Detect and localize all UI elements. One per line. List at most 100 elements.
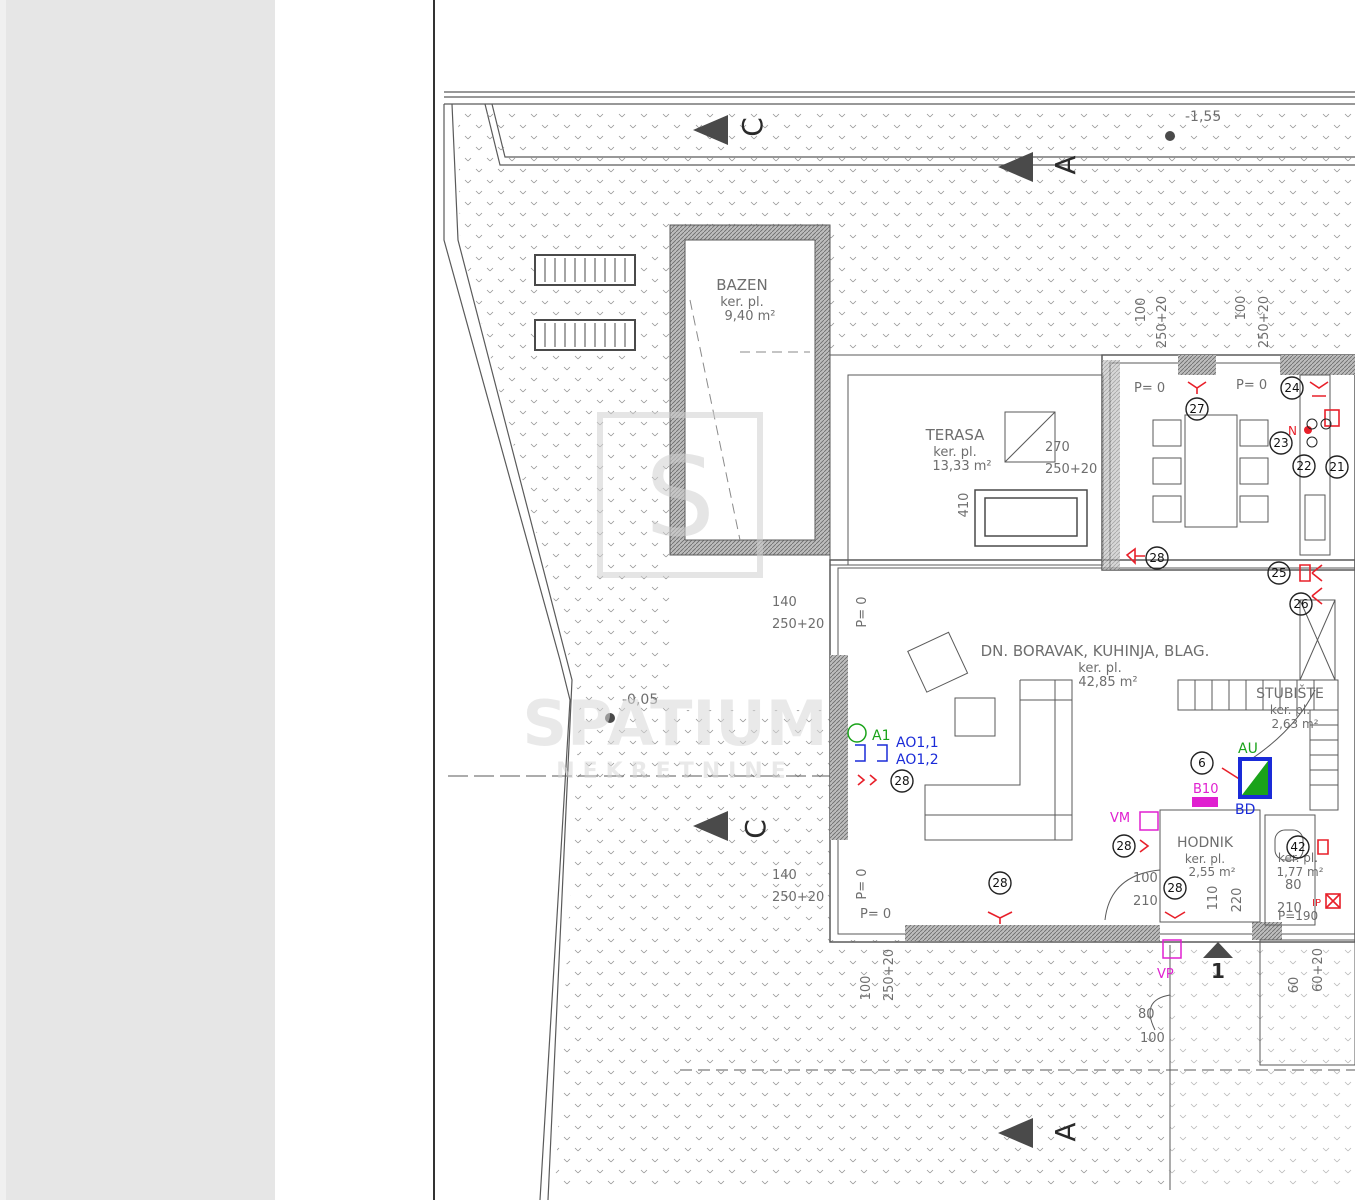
numbered-marker-labels: 27 24 23 22 21 28 25 26 28 6 28 28 28 42 — [894, 381, 1344, 895]
dimensions-d250c-label: 250+20 — [772, 617, 824, 632]
room-labels: BAZEN ker. pl. 9,40 m² TERASA ker. pl. 1… — [716, 276, 1324, 879]
room-area-living: 42,85 m² — [1078, 675, 1137, 690]
electrical-ao11-label: AO1,1 — [896, 735, 939, 751]
markers-m23-label: 23 — [1273, 436, 1288, 450]
markers-m28b-label: 28 — [894, 774, 909, 788]
dimensions-d140b-label: 140 — [772, 868, 797, 883]
room-name-hall: HODNIK — [1177, 835, 1234, 851]
level-markers: -1,55 -0,05 — [605, 109, 1221, 723]
garden-hatch — [458, 108, 1355, 1190]
markers-m42-label: 42 — [1290, 840, 1305, 854]
markers-m28e-label: 28 — [1167, 881, 1182, 895]
electrical-symbols — [857, 381, 1341, 924]
room-area-terasa: 13,33 m² — [932, 459, 991, 474]
markers-m27-label: 27 — [1189, 402, 1204, 416]
markers-m28d-label: 28 — [1116, 839, 1131, 853]
watermark-brand: SPATIUM — [523, 687, 828, 760]
dimensions-d100c-label: 100 — [859, 976, 874, 1001]
dimensions-d100d-label: 100 — [1133, 871, 1158, 886]
stairs — [1177, 679, 1339, 811]
dimension-labels: 100 250+20 100 250+20 270 250+20 410 140… — [772, 296, 1326, 1046]
dimensions-d220-label: 220 — [1230, 888, 1245, 913]
room-subtitle-hall: ker. pl. — [1185, 852, 1225, 866]
page-margin — [275, 0, 433, 1200]
dimensions-d250b-label: 250+20 — [1257, 296, 1272, 348]
parapets-p5-label: P= 0 — [860, 907, 891, 922]
electrical-b10-label: B10 — [1193, 782, 1218, 797]
room-area-bazen: 9,40 m² — [725, 309, 776, 324]
markers-m21-label: 21 — [1329, 460, 1344, 474]
parapets-p1-label: P= 0 — [1134, 381, 1165, 396]
dimensions-d140a-label: 140 — [772, 595, 797, 610]
dimensions-d190-label: P=190 — [1278, 909, 1318, 923]
electrical-ip-label: IP — [1312, 898, 1321, 909]
dimensions-d100a-label: 100 — [1134, 298, 1149, 323]
numbered-markers — [890, 376, 1349, 900]
room-name-living: DN. BORAVAK, KUHINJA, BLAG. — [981, 642, 1210, 660]
room-subtitle-terasa: ker. pl. — [933, 445, 976, 460]
section-label-a-top: A — [1049, 155, 1082, 174]
electrical-au-label: AU — [1238, 741, 1258, 757]
dimensions-d270-label: 270 — [1045, 440, 1070, 455]
markers-m24-label: 24 — [1284, 381, 1299, 395]
entrance-label: 1 — [1211, 959, 1225, 983]
electrical-vm-label: VM — [1110, 811, 1130, 826]
room-name-bazen: BAZEN — [716, 276, 768, 294]
dimensions-d410-label: 410 — [957, 493, 972, 518]
dimensions-d100b-label: 100 — [1234, 296, 1249, 321]
room-name-terasa: TERASA — [925, 426, 986, 444]
room-area-wc: 1,77 m² — [1276, 865, 1323, 879]
room-subtitle-living: ker. pl. — [1078, 661, 1121, 676]
left-sidebar-panel — [0, 0, 275, 1200]
dining-table — [1152, 414, 1269, 528]
level-top: -1,55 — [1185, 109, 1221, 125]
level-left: -0,05 — [622, 692, 658, 708]
page-border-line — [433, 0, 435, 1200]
dimensions-d250t-label: 250+20 — [1045, 462, 1097, 477]
parapets-p4-label: P= 0 — [855, 868, 870, 899]
section-label-c-bottom: C — [739, 819, 772, 839]
electrical-vp-label: VP — [1157, 967, 1174, 982]
markers-m28c-label: 28 — [992, 876, 1007, 890]
dimensions-d210a-label: 210 — [1133, 894, 1158, 909]
markers-m6-label: 6 — [1198, 756, 1206, 770]
markers-m26-label: 26 — [1293, 597, 1308, 611]
room-subtitle-stairs: ker. pl. — [1270, 703, 1310, 717]
room-area-hall: 2,55 m² — [1188, 865, 1235, 879]
parapet-labels: P= 0 P= 0 P= 0 P= 0 P= 0 — [855, 378, 1267, 922]
dimensions-d110-label: 110 — [1206, 886, 1221, 911]
dimensions-d100e-label: 100 — [1140, 1031, 1165, 1046]
watermark-sub: NEKRETNINE — [556, 759, 794, 784]
electrical-n-label: N — [1288, 424, 1297, 438]
watermark-logo: S — [645, 433, 715, 561]
watermark: S SPATIUM NEKRETNINE — [523, 412, 828, 784]
section-label-a-bottom: A — [1049, 1122, 1082, 1141]
section-markers: C A C A 1 — [693, 115, 1233, 1148]
dimensions-d250d-label: 250+20 — [772, 890, 824, 905]
electrical-labels: A1 AO1,1 AO1,2 AU BD B10 VM VP IP N — [872, 424, 1321, 982]
electrical-a1-label: A1 — [872, 728, 890, 744]
parapets-p2-label: P= 0 — [1236, 378, 1267, 393]
electrical-bd-label: BD — [1235, 802, 1255, 818]
dimensions-d60a-label: 60 — [1287, 977, 1302, 994]
hall-and-wc — [448, 775, 1355, 1190]
distribution-board — [847, 723, 1272, 959]
dimensions-d250e-label: 250+20 — [882, 949, 897, 1001]
markers-m22-label: 22 — [1296, 459, 1311, 473]
markers-m28a-label: 28 — [1149, 551, 1164, 565]
room-name-stairs: STUBIŠTE — [1256, 684, 1324, 702]
house-walls — [829, 354, 1355, 943]
room-subtitle-bazen: ker. pl. — [720, 295, 763, 310]
dimensions-d210b-label: 210 — [1277, 901, 1302, 916]
sofa-outdoor — [974, 489, 1088, 547]
dimensions-d6020-label: 60+20 — [1311, 948, 1326, 992]
living-furniture — [907, 631, 1073, 841]
dimensions-d250a-label: 250+20 — [1155, 296, 1170, 348]
dimensions-d80b-label: 80 — [1138, 1007, 1155, 1022]
pool — [669, 224, 831, 556]
sun-loungers — [534, 254, 636, 351]
dimensions-d80a-label: 80 — [1285, 878, 1302, 893]
parapets-p3-label: P= 0 — [855, 596, 870, 627]
room-area-stairs: 2,63 m² — [1271, 717, 1318, 731]
